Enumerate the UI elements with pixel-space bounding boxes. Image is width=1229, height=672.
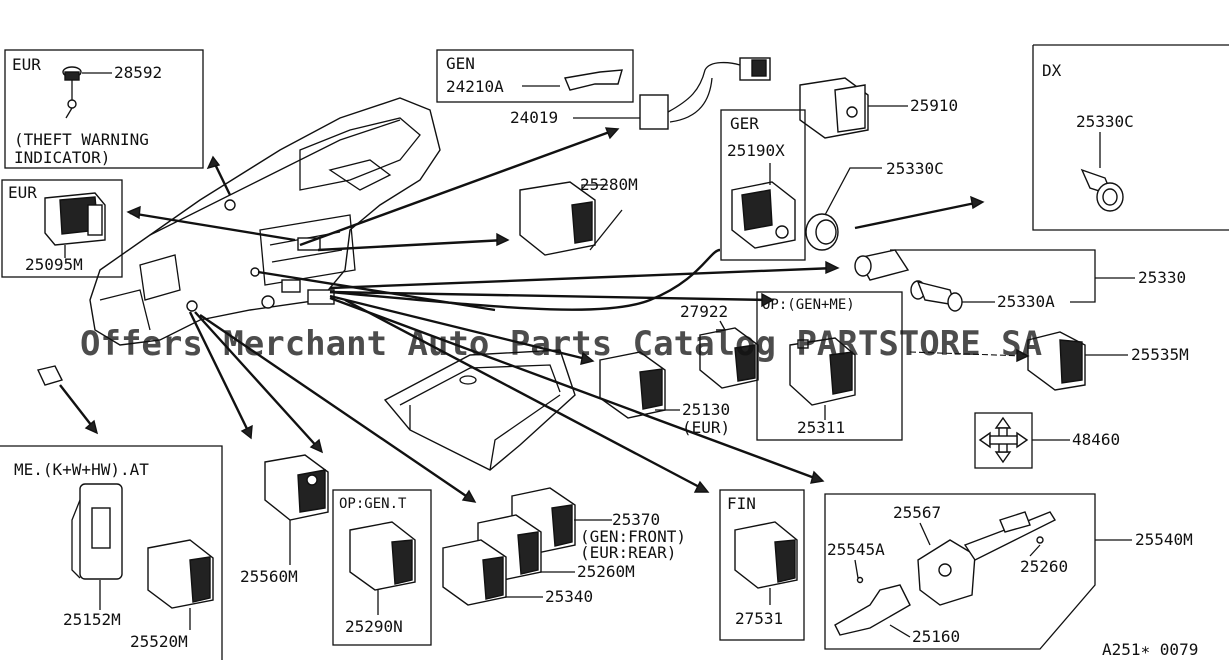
box-ger-title: GER <box>730 114 759 133</box>
box-eur-theft-title: EUR <box>12 55 41 74</box>
switch-25535m-drawing <box>1027 331 1086 391</box>
box-ger: GER 25190X <box>720 109 806 261</box>
socket-25330-drawing <box>854 249 910 281</box>
switch-25280m-drawing <box>519 181 596 256</box>
box-me-kwhw-title: ME.(K+W+HW).AT <box>14 460 149 479</box>
plug-25330c-icon <box>1080 168 1124 212</box>
label-27531: 27531 <box>735 609 783 628</box>
box-dx-title: DX <box>1042 61 1062 80</box>
label-25370-note1: (GEN:FRONT) <box>580 527 686 546</box>
label-48460: 48460 <box>1072 430 1120 449</box>
box-eur-switch-title: EUR <box>8 183 37 202</box>
connector-small-drawing <box>37 365 64 386</box>
switch-27531-icon <box>734 521 798 589</box>
box-op-gen-me-title: OP:(GEN+ME) <box>762 297 855 313</box>
box-me-kwhw: ME.(K+W+HW).AT 25152M 25520M <box>0 445 223 660</box>
label-25560m: 25560M <box>240 567 298 586</box>
ring-25330c-drawing <box>805 213 839 251</box>
label-25160: 25160 <box>912 627 960 646</box>
label-25370: 25370 <box>612 510 660 529</box>
label-25545a: 25545A <box>827 540 885 559</box>
center-console-drawing <box>383 349 576 471</box>
label-25130-note: (EUR) <box>682 418 730 437</box>
label-25567: 25567 <box>893 503 941 522</box>
box-gen-title: GEN <box>446 54 475 73</box>
label-24019: 24019 <box>510 108 558 127</box>
label-25280m: 25280M <box>580 175 638 194</box>
box-eur-switch: EUR 25095M <box>1 179 123 278</box>
switch-25560m-drawing <box>264 454 329 521</box>
instrument-panel-drawing <box>89 97 441 346</box>
label-25330c-dx: 25330C <box>1076 112 1134 131</box>
label-25190x: 25190X <box>727 141 785 160</box>
label-25330a: 25330A <box>997 292 1055 311</box>
label-25260: 25260 <box>1020 557 1068 576</box>
switch-25130-drawing <box>599 351 666 419</box>
label-28592: 28592 <box>114 63 162 82</box>
combination-switch-icon <box>834 511 1057 636</box>
switch-25311-icon <box>789 337 856 406</box>
label-25130: 25130 <box>682 400 730 419</box>
box-fin-title: FIN <box>727 494 756 513</box>
box-eur-theft: EUR 28592 (THEFT WARNING INDICATOR) <box>4 49 204 169</box>
box-combination-switch: 25567 25545A 25260 25160 25540M <box>824 493 1193 650</box>
label-25370-note2: (EUR:REAR) <box>580 543 676 562</box>
label-25311: 25311 <box>797 418 845 437</box>
label-25260m: 25260M <box>577 562 635 581</box>
label-25910: 25910 <box>910 96 958 115</box>
switch-25290n-icon <box>349 521 416 591</box>
box-gen: GEN 24210A <box>436 49 634 103</box>
switch-25190x-icon <box>731 181 796 249</box>
box-op-gent: OP:GEN.T 25290N <box>332 489 432 646</box>
label-25330c: 25330C <box>886 159 944 178</box>
box-op-gen-me: OP:(GEN+ME) 25311 <box>756 291 903 441</box>
label-25095m: 25095M <box>25 255 83 274</box>
label-25290n: 25290N <box>345 617 403 636</box>
trim-25152m-icon <box>71 483 123 580</box>
label-25535m: 25535M <box>1131 345 1189 364</box>
bracket-24210a-icon <box>564 69 623 91</box>
lighter-25330a-drawing <box>910 280 963 312</box>
label-25520m: 25520M <box>130 632 188 651</box>
switch-25340-drawing <box>442 539 507 606</box>
hazard-switch-48460-drawing <box>974 412 1033 469</box>
label-25330: 25330 <box>1138 268 1186 287</box>
switch-25095m-icon <box>44 192 106 258</box>
label-25540m: 25540M <box>1135 530 1193 549</box>
switch-25910-drawing <box>799 77 869 139</box>
label-27922: 27922 <box>680 302 728 321</box>
box-dx: DX 25330C <box>1032 44 1229 231</box>
switch-25520m-icon <box>147 539 214 609</box>
theft-note-line2: INDICATOR) <box>14 148 110 167</box>
label-25340: 25340 <box>545 587 593 606</box>
harness-24019-drawing <box>639 57 771 130</box>
box-op-gent-title: OP:GEN.T <box>339 496 407 512</box>
leader-arrows <box>59 127 1030 503</box>
label-25152m: 25152M <box>63 610 121 629</box>
switch-27922-drawing <box>699 327 759 389</box>
theft-note-line1: (THEFT WARNING <box>14 130 149 149</box>
watermark-text: Offers Merchant Auto Parts Catalog PARTS… <box>80 324 1042 364</box>
box-fin: FIN 27531 <box>719 489 805 641</box>
theft-indicator-icon <box>62 66 82 119</box>
diagram-id: A251∗ 0079 <box>1102 640 1198 659</box>
four-way-arrows-icon <box>978 416 1029 464</box>
label-24210a: 24210A <box>446 77 504 96</box>
